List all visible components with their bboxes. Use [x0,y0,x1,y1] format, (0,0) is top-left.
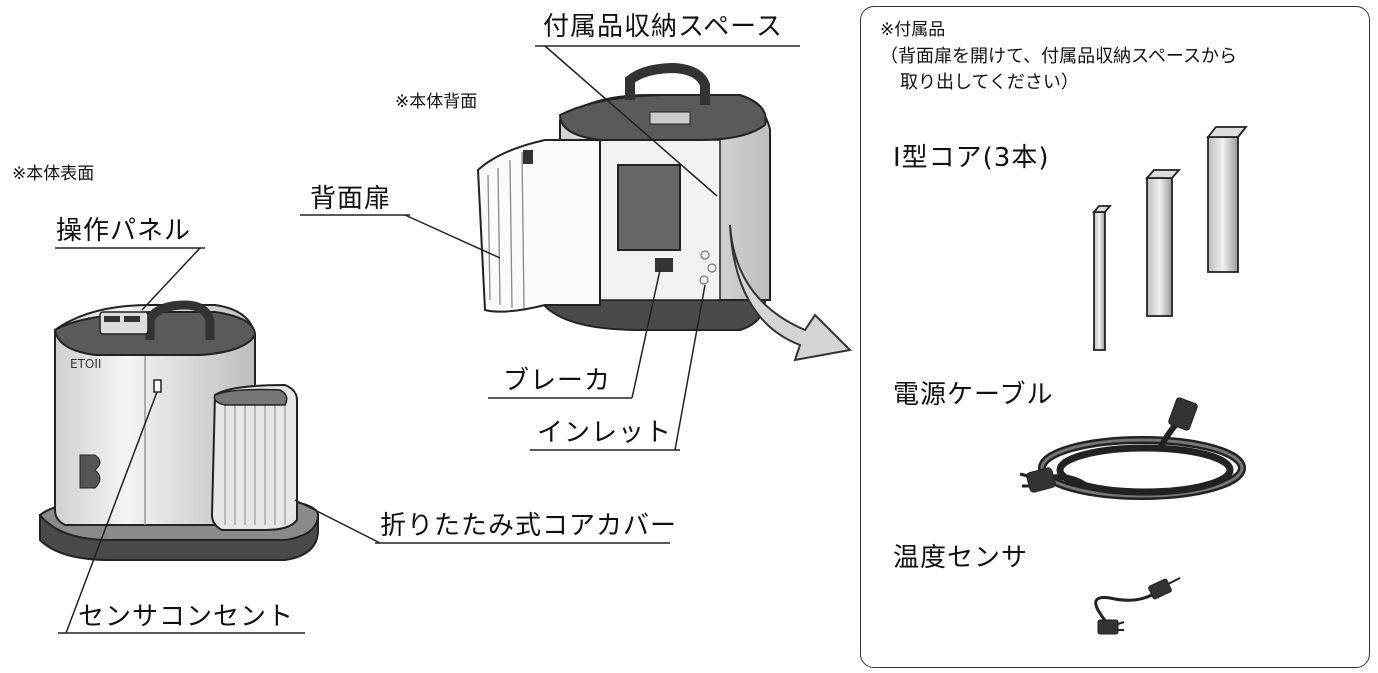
label-accessory-storage: 付属品収納スペース [543,12,783,42]
label-sensor-outlet: センサコンセント [78,602,295,632]
direction-arrow [729,224,853,362]
accessories-note-line2: 取り出してください） [900,72,1079,93]
label-back-door: 背面扉 [310,184,392,214]
front-unit-illustration: ETOII [38,300,320,561]
leader-lines [55,45,800,634]
i-core-rods [1092,126,1248,351]
accessory-temp-sensor: 温度センサ [893,543,1029,573]
label-inlet: インレット [537,418,673,448]
label-body-back: ※本体背面 [395,92,478,112]
accessories-note-line1: （背面扉を開けて、付属品収納スペースから [880,46,1237,67]
power-cable-art [1019,397,1246,500]
label-body-front: ※本体表面 [12,164,95,184]
back-unit-illustration [476,62,853,362]
label-breaker: ブレーカ [503,366,612,396]
temperature-sensor-art [1094,577,1181,635]
accessory-power-cable: 電源ケーブル [893,380,1054,410]
accessories-header: ※付属品 [880,20,946,40]
accessories-panel [860,6,1370,668]
label-control-panel: 操作パネル [56,216,192,246]
label-folding-core-cover: 折りたたみ式コアカバー [380,511,678,541]
accessory-i-core: I型コア(3本) [893,143,1050,173]
brand-mark: ETOII [70,357,101,371]
